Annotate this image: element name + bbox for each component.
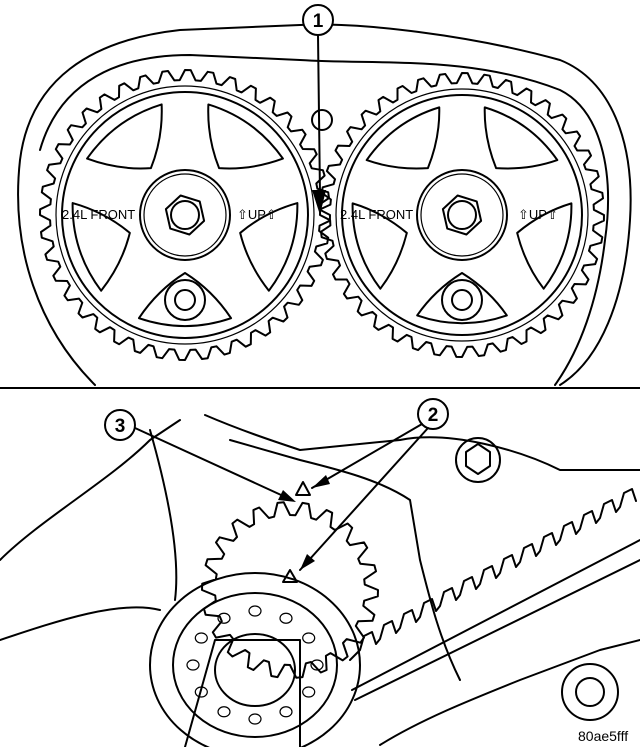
callout-2: 2 [299, 398, 449, 571]
crankshaft-sprocket [201, 501, 379, 679]
pulley-hole [194, 632, 208, 644]
callout-1: 1 [302, 4, 334, 196]
sprocket-window [86, 103, 163, 170]
bolt-lower [561, 663, 619, 721]
pulley-hole [279, 706, 293, 718]
sprocket-window [365, 106, 441, 170]
right-camshaft-sprocket [319, 72, 605, 358]
left-front-label: 2.4L FRONT [62, 207, 135, 222]
housing-bolt [311, 109, 333, 131]
svg-text:3: 3 [115, 416, 126, 437]
left-camshaft-sprocket [39, 69, 331, 361]
crankshaft-pulley [149, 572, 361, 747]
svg-text:2: 2 [428, 405, 439, 426]
bolt-upper [455, 437, 501, 483]
timing-belt [349, 488, 640, 701]
sprocket-window [207, 103, 284, 170]
sprocket-window [416, 272, 508, 325]
left-up-label: ⇧UP⇧ [237, 207, 277, 222]
dowel-bolt [164, 279, 206, 321]
pulley-hole [310, 659, 324, 671]
pulley-hole [248, 713, 262, 725]
pulley-hole [217, 612, 231, 624]
svg-text:1: 1 [313, 11, 324, 32]
figure-code: 80ae5fff [578, 728, 628, 744]
pulley-hole [302, 632, 316, 644]
dowel-bolt [441, 279, 483, 321]
right-front-label: 2.4L FRONT [340, 207, 413, 222]
sprocket-window [483, 106, 559, 170]
lower-view [0, 414, 640, 747]
pulley-hole [217, 706, 231, 718]
sprocket-window [516, 202, 573, 290]
pulley-hole [302, 686, 316, 698]
sprocket-window [137, 272, 233, 328]
sprocket-teeth [39, 69, 331, 361]
hex-bolt [164, 194, 206, 236]
sprocket-window [239, 202, 299, 292]
cover-timing-mark [282, 569, 298, 583]
upper-view: 2.4L FRONT ⇧UP⇧ 2.4L FRONT ⇧UP⇧ [17, 23, 632, 386]
pulley-hole [248, 605, 262, 617]
sprocket-window [71, 202, 131, 292]
hex-bolt [441, 194, 483, 236]
callout-3: 3 [104, 409, 296, 502]
right-up-label: ⇧UP⇧ [518, 207, 558, 222]
pulley-hole [186, 659, 200, 671]
timing-mark-pointer [312, 190, 326, 215]
pulley-hole [279, 612, 293, 624]
sprocket-window [351, 202, 408, 290]
sprocket-timing-mark [295, 481, 311, 496]
